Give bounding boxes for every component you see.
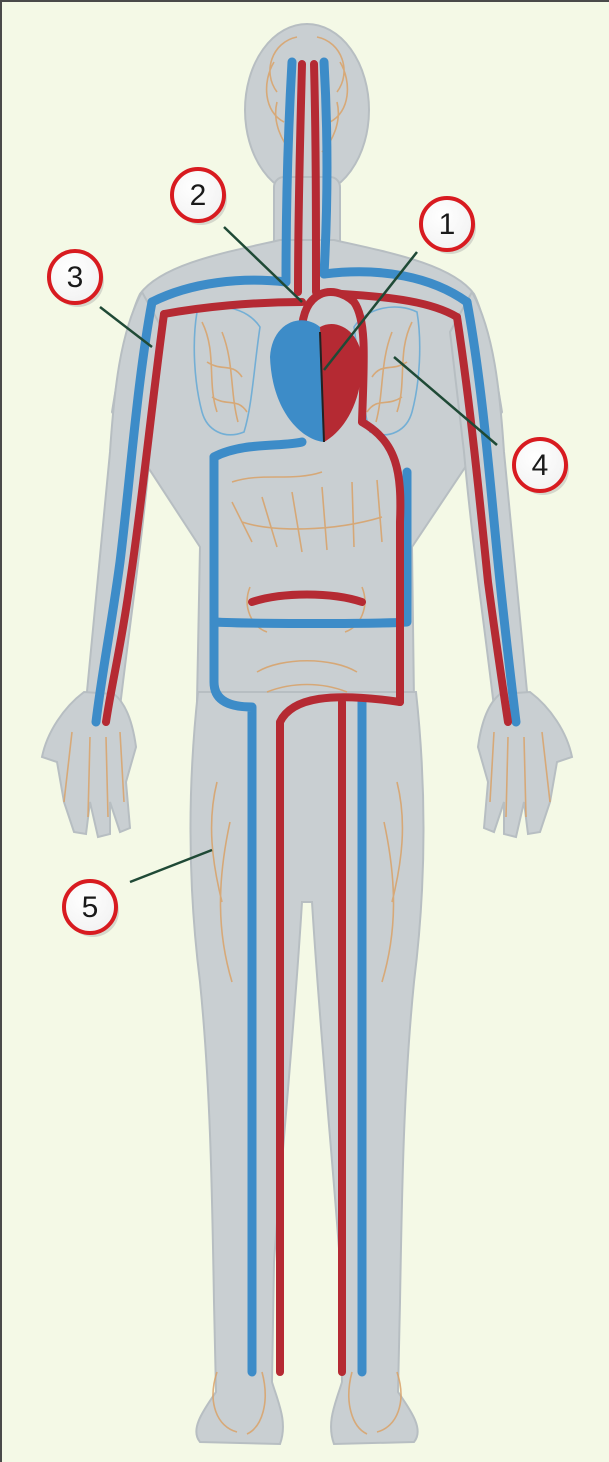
- marker-5-label: 5: [82, 891, 99, 924]
- marker-3-label: 3: [67, 261, 84, 294]
- marker-5: 5: [64, 881, 119, 937]
- legs: [191, 692, 424, 1444]
- body-silhouette: [42, 24, 572, 1444]
- marker-4-label: 4: [532, 449, 549, 482]
- marker-1: 1: [421, 198, 476, 254]
- marker-1-label: 1: [439, 208, 456, 241]
- carotid-artery-left: [298, 64, 302, 292]
- marker-3: 3: [49, 251, 104, 307]
- carotid-artery-right: [314, 64, 316, 292]
- marker-4: 4: [514, 439, 569, 495]
- jugular-vein-right: [324, 62, 327, 274]
- head: [245, 24, 369, 196]
- marker-2-label: 2: [190, 179, 207, 212]
- marker-2: 2: [172, 169, 227, 225]
